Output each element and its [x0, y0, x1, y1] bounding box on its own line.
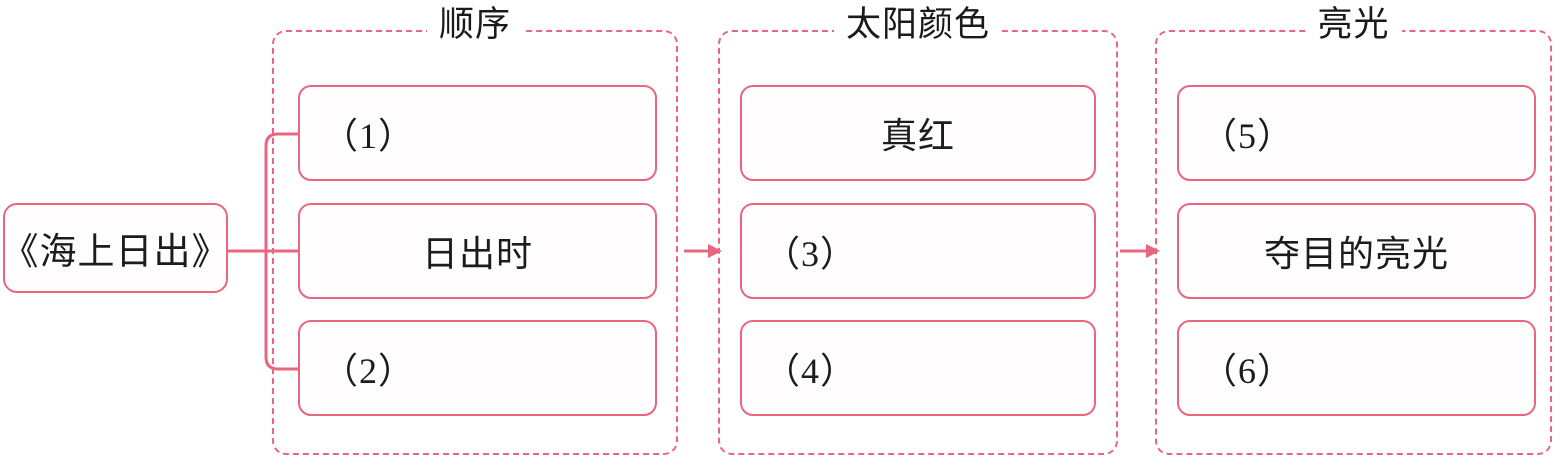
node-g3-2-label: 夺目的亮光	[1263, 234, 1449, 274]
node-g1-1-label: （1）	[322, 116, 416, 156]
group-sequence: 顺序	[272, 4, 678, 455]
node-g1-2-label: 日出时	[421, 234, 533, 274]
node-g2-1[interactable]: 真红	[740, 85, 1096, 181]
node-g2-3-label: （4）	[764, 351, 858, 391]
node-g3-2[interactable]: 夺目的亮光	[1177, 203, 1536, 299]
node-g3-1[interactable]: （5）	[1177, 85, 1536, 181]
node-g2-3[interactable]: （4）	[740, 320, 1096, 416]
group-sun-color: 太阳颜色	[718, 4, 1118, 455]
node-g3-1-label: （5）	[1201, 116, 1295, 156]
group-sun-color-title: 太阳颜色	[833, 4, 1003, 46]
node-g3-3-label: （6）	[1201, 351, 1295, 391]
node-g1-2[interactable]: 日出时	[298, 203, 657, 299]
group-bright-light-title: 亮光	[1305, 4, 1402, 46]
node-g2-2-label: （3）	[764, 234, 858, 274]
root-node-label: 《海上日出》	[1, 232, 230, 273]
node-g3-3[interactable]: （6）	[1177, 320, 1536, 416]
node-g2-1-label: 真红	[880, 116, 955, 156]
node-g2-2[interactable]: （3）	[740, 203, 1096, 299]
node-g1-3[interactable]: （2）	[298, 320, 657, 416]
node-g1-1[interactable]: （1）	[298, 85, 657, 181]
group-sequence-title: 顺序	[426, 4, 524, 46]
node-g1-3-label: （2）	[322, 351, 416, 391]
group-bright-light: 亮光	[1155, 4, 1552, 455]
root-node[interactable]: 《海上日出》	[1, 203, 230, 293]
